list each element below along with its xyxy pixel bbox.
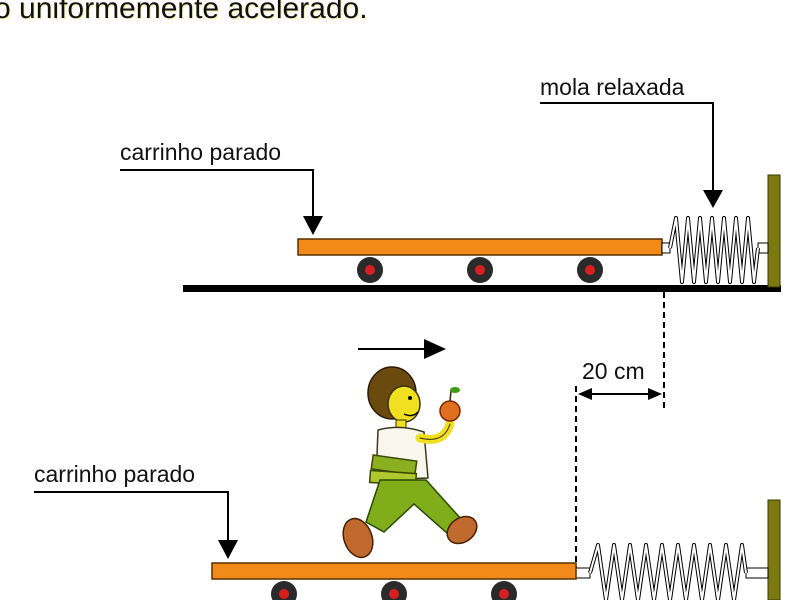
- spring-icon: [661, 216, 769, 284]
- wheel: [357, 257, 383, 283]
- wheel: [491, 581, 517, 600]
- page-title: o uniformemente acelerado.: [0, 0, 368, 25]
- spring-relaxed-label: mola relaxada: [540, 74, 685, 100]
- arrow-right-icon: [358, 339, 446, 359]
- wheel: [381, 581, 407, 600]
- cart-top-label-pointer: [120, 169, 323, 235]
- distance-label: 20 cm: [582, 358, 645, 384]
- cart-bottom: [211, 562, 577, 600]
- wall-bottom: [767, 499, 781, 600]
- cart-top-label: carrinho parado: [120, 139, 282, 165]
- distance-arrow: [578, 388, 662, 400]
- floor-top: [183, 285, 781, 292]
- wheel: [577, 257, 603, 283]
- person-with-apple-icon: [342, 366, 478, 559]
- cart-bottom-label-pointer: [34, 491, 238, 559]
- wall-top: [767, 174, 781, 288]
- cart-top: [297, 238, 663, 283]
- wheel: [271, 581, 297, 600]
- spring-icon: [575, 543, 769, 600]
- wheel: [467, 257, 493, 283]
- spring-label-pointer: [540, 102, 723, 208]
- cart-bottom-label: carrinho parado: [34, 461, 196, 487]
